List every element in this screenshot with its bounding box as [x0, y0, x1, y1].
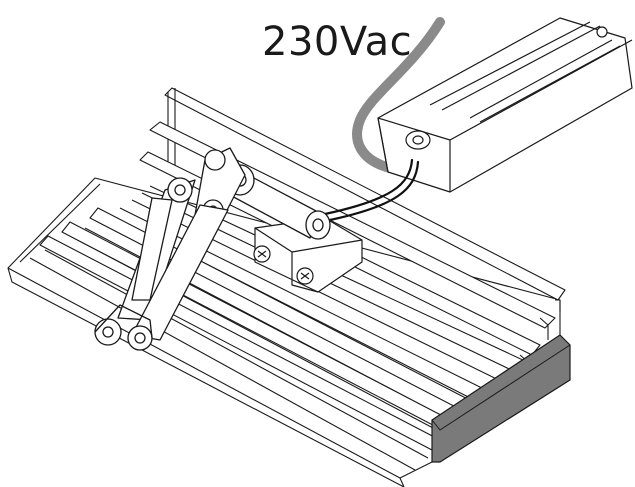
profile-end-cap	[431, 334, 571, 463]
voltage-label: 230Vac	[262, 19, 413, 65]
power-cable-icon	[352, 17, 445, 173]
mounting-bracket-icon	[253, 217, 363, 293]
power-supply-icon	[377, 17, 633, 193]
output-wires	[323, 158, 420, 222]
hinge-arm-icon	[94, 147, 331, 351]
